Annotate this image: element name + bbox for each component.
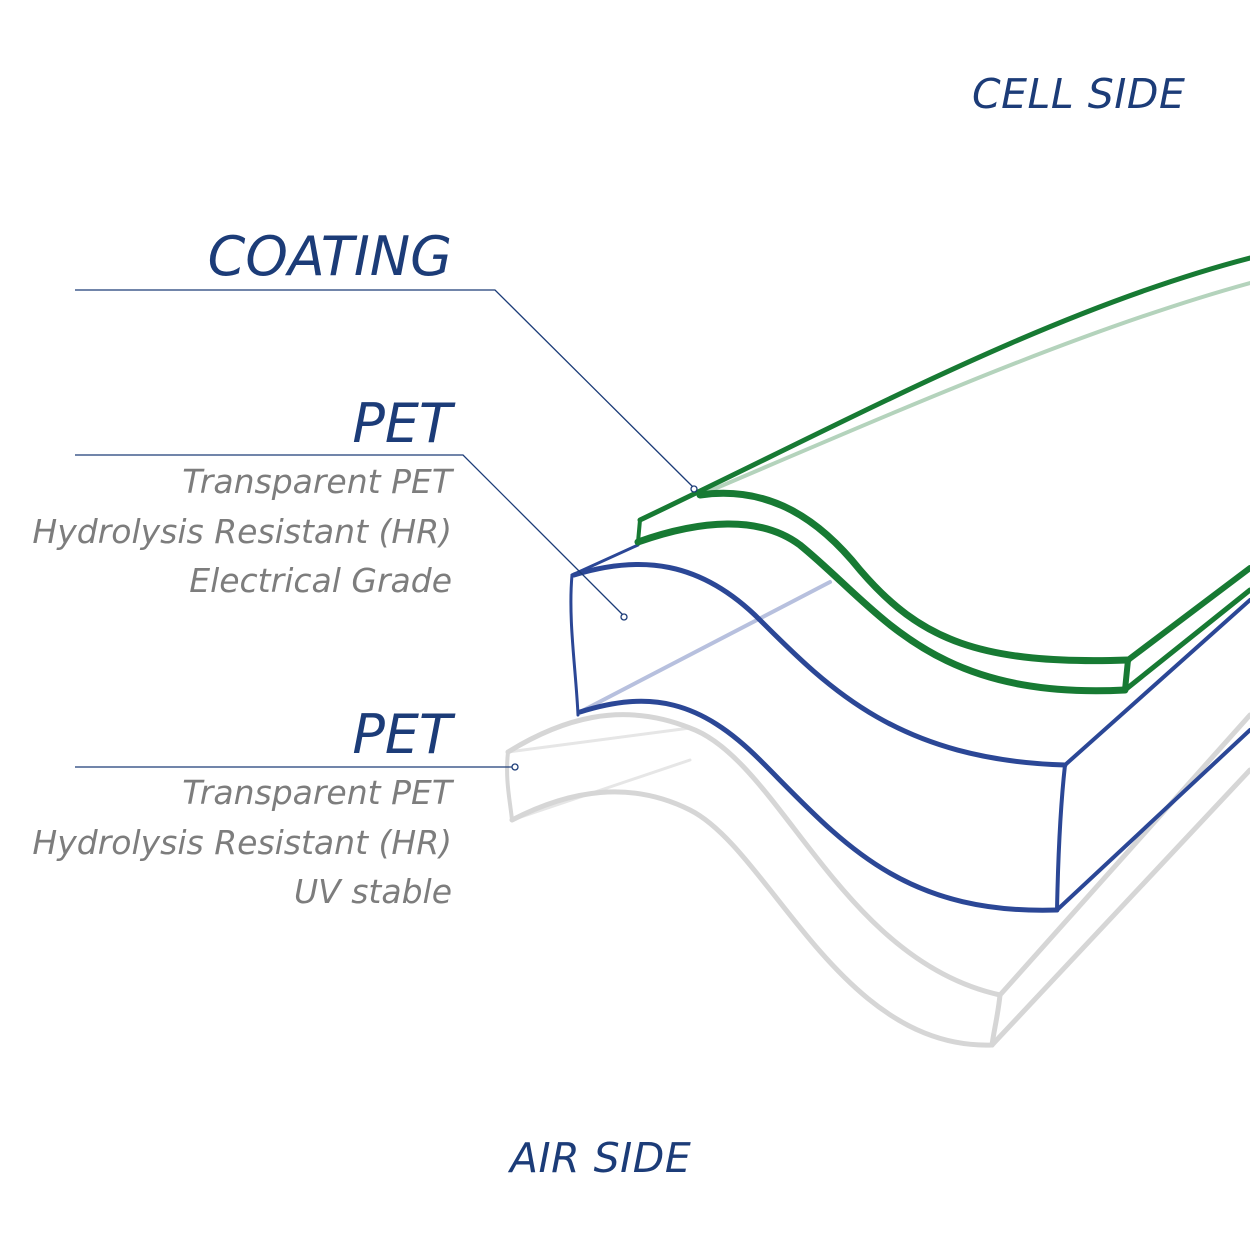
pet-lower-leader-dot [511,763,519,771]
middle-pet-layer [569,543,1250,913]
pet-upper-leader-dot [620,613,628,621]
leader-lines [75,289,695,768]
pet-lower-description-2: Hydrolysis Resistant (HR) [32,823,452,862]
pet-upper-description-3: Electrical Grade [189,561,452,600]
pet-upper-title: PET [352,392,452,455]
bottom-pet-layer [505,712,1250,1048]
pet-upper-description-2: Hydrolysis Resistant (HR) [32,512,452,551]
pet-lower-description-3: UV stable [294,872,452,911]
coating-layer [634,255,1250,695]
air-side-label: AIR SIDE [510,1134,692,1182]
coating-title: COATING [207,225,452,288]
cell-side-label: CELL SIDE [972,70,1186,118]
pet-upper-leader-line [75,454,624,616]
leader-dots [511,485,698,771]
coating-leader-line [75,289,695,489]
pet-upper-description-1: Transparent PET [182,462,452,501]
pet-lower-title: PET [352,703,452,766]
pet-lower-description-1: Transparent PET [182,773,452,812]
coating-leader-dot [690,485,698,493]
